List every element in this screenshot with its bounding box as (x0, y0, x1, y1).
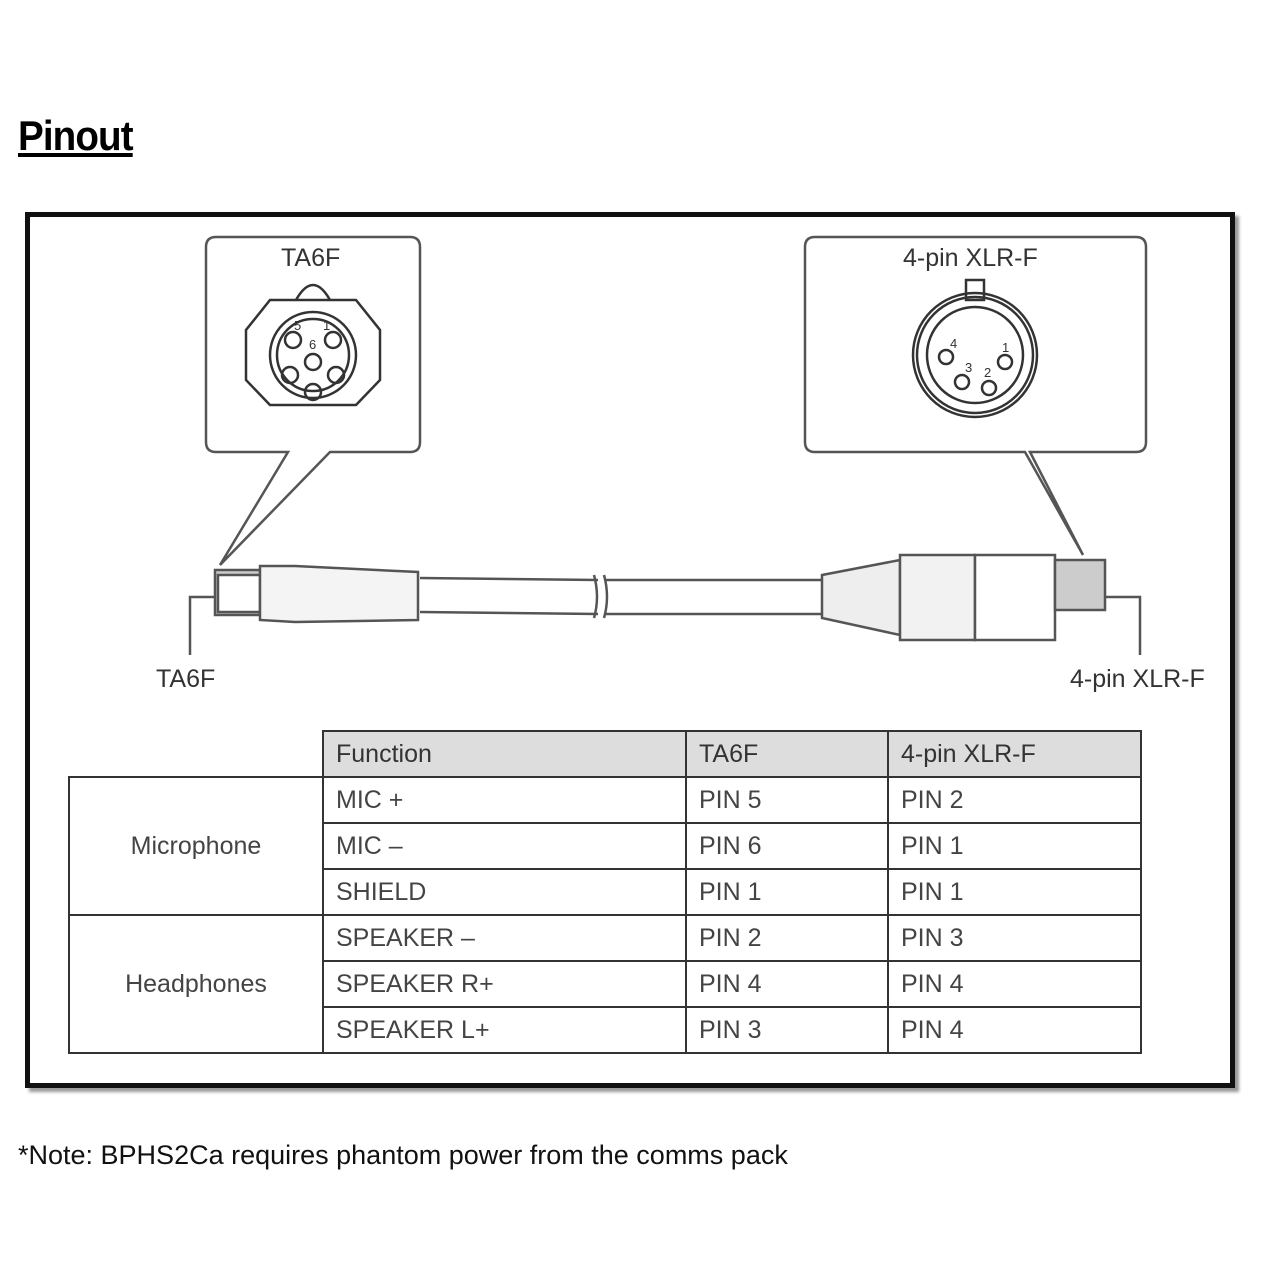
ta6f-cell: PIN 3 (685, 1006, 889, 1054)
xlr-cell: PIN 4 (887, 960, 1142, 1008)
xlr-cell: PIN 4 (887, 1006, 1142, 1054)
ta6f-cell: PIN 1 (685, 868, 889, 916)
function-cell: MIC + (322, 776, 687, 824)
xlr-callout-label: 4-pin XLR-F (903, 244, 1038, 272)
ta6f-label: TA6F (156, 665, 216, 693)
header-ta6f: TA6F (685, 730, 889, 778)
group-label: Headphones (68, 914, 324, 1054)
xlr-cell: PIN 1 (887, 868, 1142, 916)
function-cell: SPEAKER L+ (322, 1006, 687, 1054)
function-cell: MIC – (322, 822, 687, 870)
ta6f-cell: PIN 2 (685, 914, 889, 962)
ta6f-face-icon (244, 283, 382, 407)
xlr-cell: PIN 2 (887, 776, 1142, 824)
ta6f-pin-label: 5 (294, 318, 301, 333)
xlr-pin-label: 3 (965, 360, 972, 375)
ta6f-pin-label: 6 (309, 337, 316, 352)
xlr-cell: PIN 3 (887, 914, 1142, 962)
xlr-leader-line (1105, 595, 1142, 655)
xlr-pin-label: 1 (1002, 340, 1009, 355)
footnote: *Note: BPHS2Ca requires phantom power fr… (18, 1140, 788, 1170)
function-cell: SHIELD (322, 868, 687, 916)
header-xlr: 4-pin XLR-F (887, 730, 1142, 778)
xlr-pin-label: 4 (950, 336, 957, 351)
xlr-cell: PIN 1 (887, 822, 1142, 870)
ta6f-plug-icon (213, 564, 420, 624)
group-label: Microphone (68, 776, 324, 916)
page-title: Pinout (18, 112, 134, 159)
ta6f-callout-label: TA6F (281, 244, 341, 272)
xlr-label: 4-pin XLR-F (1070, 665, 1205, 693)
ta6f-cell: PIN 5 (685, 776, 889, 824)
ta6f-leader-line (188, 595, 215, 655)
ta6f-cell: PIN 6 (685, 822, 889, 870)
ta6f-cell: PIN 4 (685, 960, 889, 1008)
function-cell: SPEAKER R+ (322, 960, 687, 1008)
pinout-table: Function TA6F 4-pin XLR-F Microphone MIC… (68, 730, 1142, 1054)
cable-icon (419, 574, 822, 619)
function-cell: SPEAKER – (322, 914, 687, 962)
xlr-callout (803, 235, 1148, 556)
header-function: Function (322, 730, 687, 778)
xlr-pin-label: 2 (984, 365, 991, 380)
ta6f-pin-label: 1 (323, 318, 330, 333)
xlr-plug-icon (820, 553, 1107, 642)
xlr-face-icon (911, 278, 1039, 419)
diagram-frame (25, 212, 1235, 1088)
table-header-row: Function TA6F 4-pin XLR-F (69, 730, 1142, 778)
